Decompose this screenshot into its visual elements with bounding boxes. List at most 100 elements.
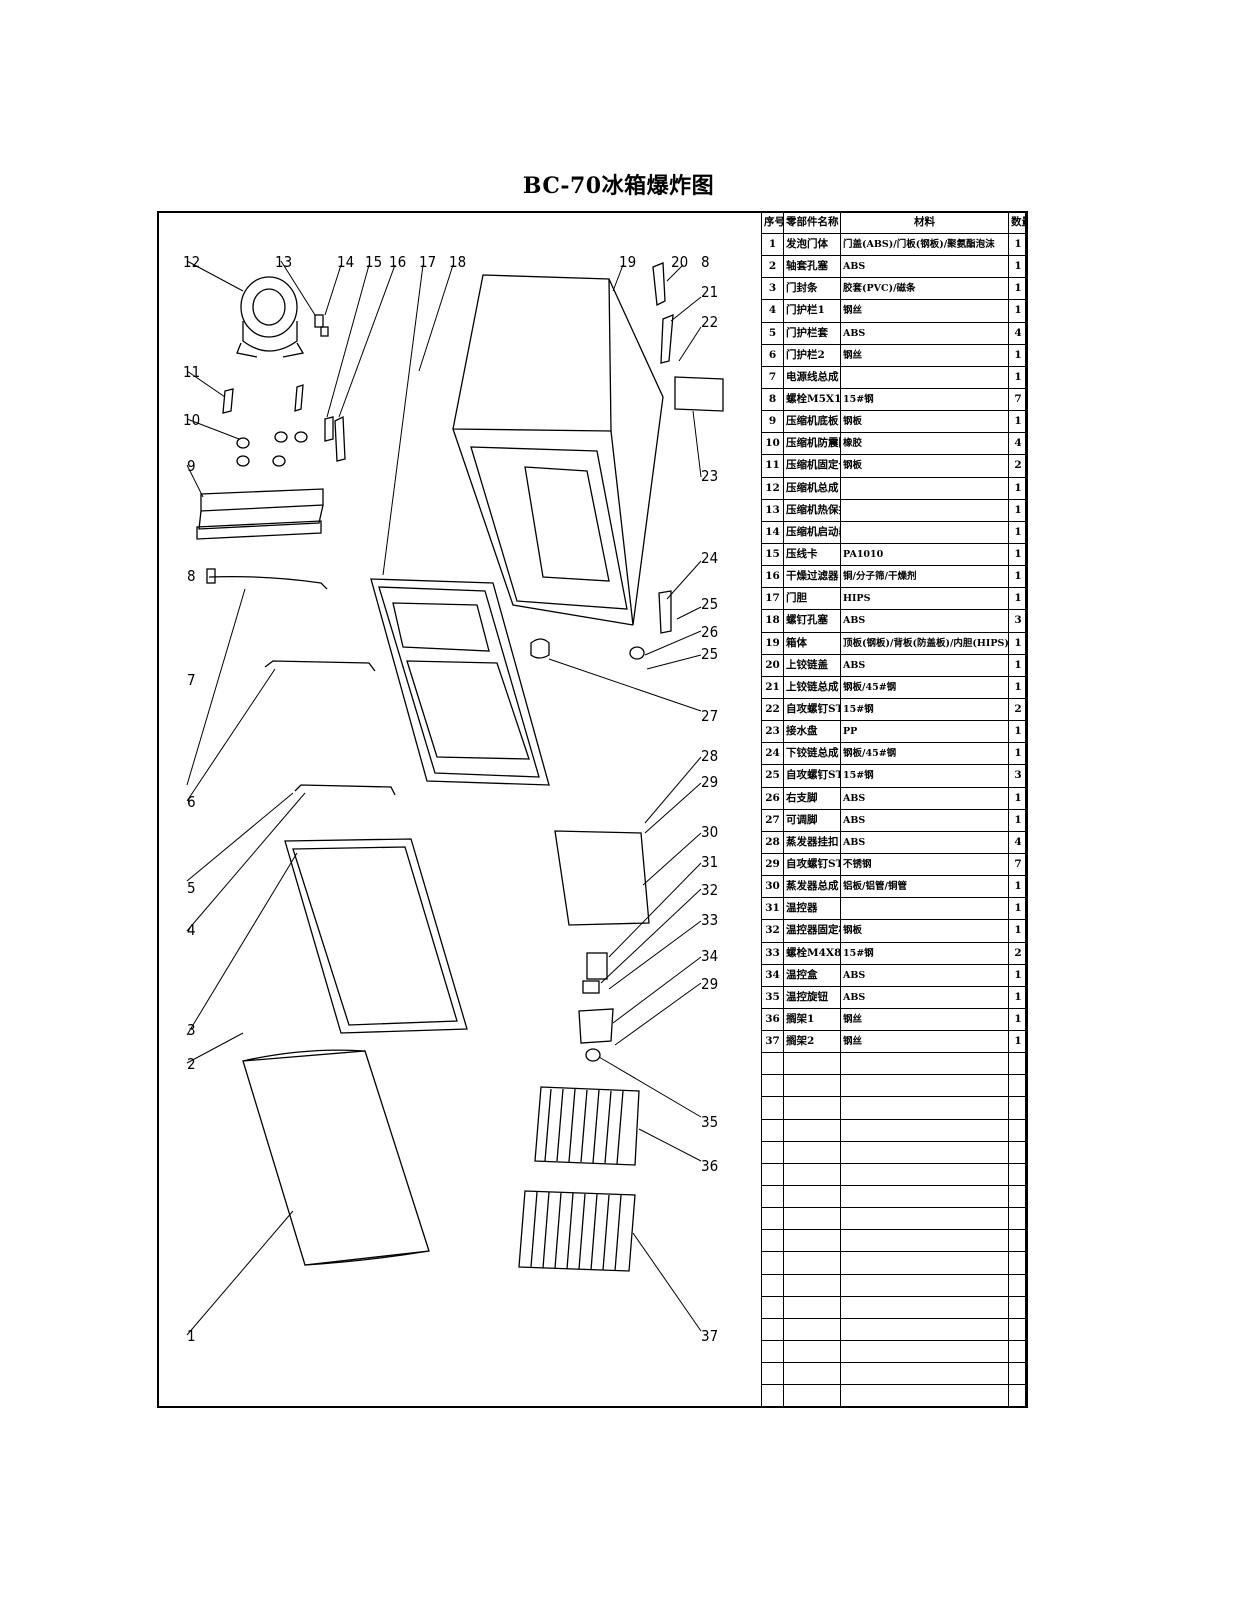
cell-no: 24 <box>761 742 784 766</box>
cell-qty: 1 <box>1008 476 1028 500</box>
callout-4: 4 <box>187 921 196 939</box>
callout-12: 12 <box>183 253 200 271</box>
cell-no: 29 <box>761 852 784 877</box>
empty-cell <box>783 1295 841 1319</box>
cell-no: 32 <box>761 919 784 943</box>
cell-name: 门胆 <box>783 587 841 611</box>
empty-cell <box>1008 1295 1028 1319</box>
cell-name: 门护栏1 <box>783 299 841 323</box>
cell-no: 11 <box>761 454 784 478</box>
cell-material: 钢丝 <box>840 1007 1009 1032</box>
thermal-protector <box>314 314 324 328</box>
cell-name: 可调脚 <box>783 808 841 832</box>
callout-20: 20 <box>671 253 688 271</box>
cell-name: 螺栓M4X8 <box>783 941 841 965</box>
cell-name: 搁架2 <box>783 1030 841 1054</box>
cell-material <box>840 897 1009 921</box>
cell-material: ABS <box>840 321 1009 345</box>
cell-material <box>840 520 1009 544</box>
callout-29-b: 29 <box>701 975 718 993</box>
empty-cell <box>761 1340 784 1364</box>
empty-cell <box>761 1251 784 1275</box>
cell-name: 压缩机底板 <box>783 410 841 434</box>
clamp-right <box>294 384 304 412</box>
adjustable-foot <box>530 638 550 659</box>
empty-cell <box>761 1118 784 1142</box>
thermostat-box <box>578 1008 614 1044</box>
cell-name: 门封条 <box>783 277 841 301</box>
rubber-grommets <box>236 431 308 467</box>
cell-qty: 2 <box>1008 941 1028 965</box>
callout-9: 9 <box>187 457 196 475</box>
callout-17: 17 <box>419 253 436 271</box>
empty-cell <box>761 1207 784 1231</box>
empty-cell <box>1008 1251 1028 1275</box>
cell-no: 22 <box>761 697 784 722</box>
callout-33: 33 <box>701 911 718 929</box>
cell-material: 铝板/铝管/铜管 <box>840 875 1009 899</box>
empty-cell <box>840 1185 1009 1209</box>
foamed-door <box>242 1049 430 1266</box>
callout-25-b: 25 <box>701 645 718 663</box>
empty-table-row <box>761 1162 1028 1187</box>
empty-cell <box>783 1052 841 1076</box>
callout-8: 8 <box>187 567 196 585</box>
cell-no: 13 <box>761 498 784 522</box>
cell-material: 钢板 <box>840 919 1009 943</box>
empty-table-row <box>761 1273 1028 1297</box>
cell-material: 15#钢 <box>840 941 1009 965</box>
cell-qty: 1 <box>1008 985 1028 1009</box>
empty-cell <box>840 1207 1009 1231</box>
door-gasket <box>284 838 468 1034</box>
table-row: 10压缩机防震圈橡胶4 <box>761 432 1028 456</box>
empty-cell <box>1008 1317 1028 1342</box>
cell-no: 2 <box>761 255 784 279</box>
cell-material: 钢丝 <box>840 1030 1009 1054</box>
cell-material: ABS <box>840 255 1009 279</box>
cell-qty: 4 <box>1008 321 1028 345</box>
cell-qty: 1 <box>1008 919 1028 943</box>
empty-cell <box>840 1362 1009 1386</box>
callout-30: 30 <box>701 823 718 841</box>
empty-cell <box>783 1096 841 1120</box>
empty-table-row <box>761 1140 1028 1164</box>
cell-material: ABS <box>840 609 1009 633</box>
cell-no: 35 <box>761 985 784 1009</box>
callout-14: 14 <box>337 253 354 271</box>
thermostat-knob <box>585 1048 601 1062</box>
cell-name: 箱体 <box>783 631 841 655</box>
cell-qty: 4 <box>1008 432 1028 456</box>
empty-cell <box>761 1362 784 1386</box>
callout-10: 10 <box>183 411 200 429</box>
table-row: 32温控器固定板钢板1 <box>761 919 1028 943</box>
cell-qty: 2 <box>1008 697 1028 722</box>
table-header-row: 序号 零部件名称 材料 数量 <box>761 211 1028 234</box>
empty-cell <box>783 1207 841 1231</box>
cell-qty: 1 <box>1008 410 1028 434</box>
empty-cell <box>761 1384 784 1408</box>
cell-material: ABS <box>840 985 1009 1009</box>
cell-qty: 1 <box>1008 808 1028 832</box>
cell-name: 温控器固定板 <box>783 919 841 943</box>
cell-no: 20 <box>761 653 784 677</box>
cell-material: 15#钢 <box>840 387 1009 412</box>
cell-name: 螺栓M5X10 <box>783 387 841 412</box>
empty-table-row <box>761 1229 1028 1253</box>
empty-cell <box>1008 1207 1028 1231</box>
cell-material: 门盖(ABS)/门板(钢板)/聚氨酯泡沫 <box>840 232 1009 257</box>
cell-no: 17 <box>761 587 784 611</box>
cell-name: 温控盒 <box>783 963 841 987</box>
empty-cell <box>761 1185 784 1209</box>
empty-cell <box>783 1317 841 1342</box>
cell-qty: 1 <box>1008 1007 1028 1032</box>
cell-qty: 1 <box>1008 587 1028 611</box>
empty-cell <box>1008 1185 1028 1209</box>
cell-no: 10 <box>761 432 784 456</box>
right-foot <box>629 646 645 660</box>
